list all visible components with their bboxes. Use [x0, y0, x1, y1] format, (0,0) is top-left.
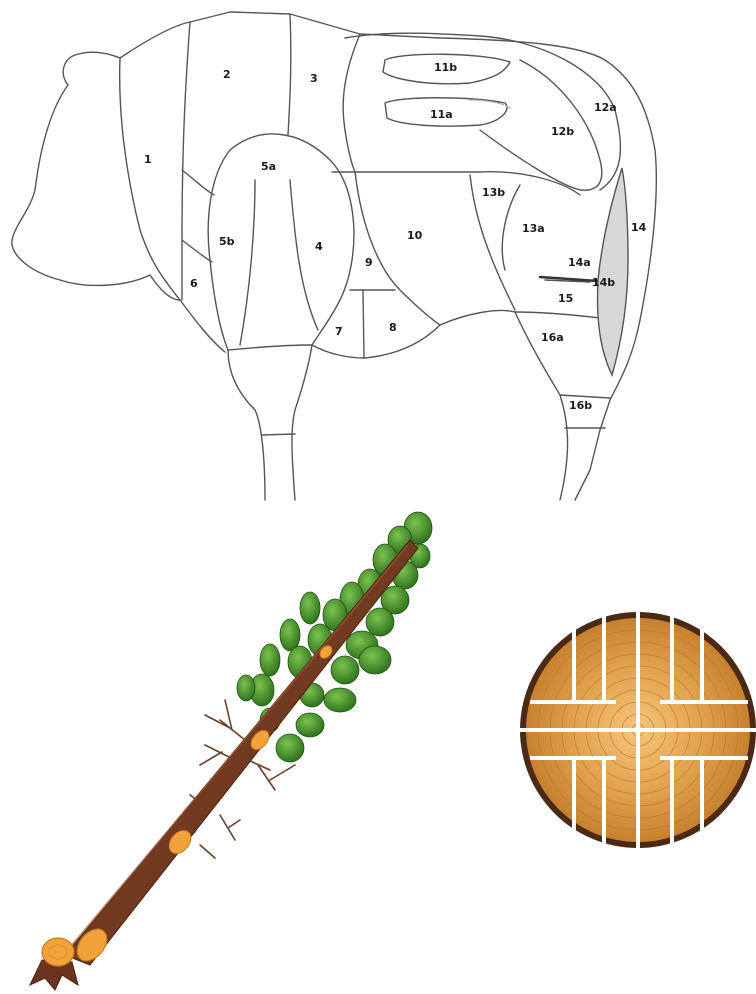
cut-14-strip	[598, 168, 628, 375]
cut-line-10-top	[332, 172, 580, 195]
label-14: 14	[631, 221, 647, 234]
log-cross-section-illustration	[520, 608, 756, 860]
label-3: 3	[310, 72, 318, 85]
front-leg-back	[292, 345, 312, 500]
label-12a: 12a	[594, 101, 617, 114]
label-16b: 16b	[569, 399, 592, 412]
label-2: 2	[223, 68, 231, 81]
cut-line-1	[120, 58, 180, 300]
front-leg-outline	[228, 350, 265, 500]
label-11b: 11b	[434, 61, 457, 74]
label-15: 15	[558, 292, 573, 305]
felled-tree-illustration	[30, 512, 432, 990]
shoulder-left	[208, 150, 230, 350]
label-11a: 11a	[430, 108, 453, 121]
trunk	[65, 540, 418, 965]
label-7: 7	[335, 325, 343, 338]
shoulder-inner	[290, 180, 318, 330]
cut-line-2	[182, 22, 190, 300]
cattle-cut-diagram	[12, 12, 656, 500]
cut-labels: 1 2 3 4 5a 5b 6 7 8 9 10 11a 11b 12a 12b…	[144, 61, 647, 412]
chest-floor	[228, 345, 312, 350]
label-5a: 5a	[261, 160, 276, 173]
shoulder-outline	[230, 134, 354, 345]
cut-line-15	[515, 312, 600, 318]
cut-line-3b	[343, 34, 360, 172]
cut-line-16	[560, 395, 610, 398]
label-6: 6	[190, 277, 198, 290]
head-outline	[12, 52, 180, 300]
label-10: 10	[407, 229, 423, 242]
cut-line-9	[355, 172, 440, 325]
cut-line-8	[363, 290, 364, 358]
label-14b: 14b	[592, 276, 615, 289]
cut-line-shank	[262, 434, 295, 435]
label-14a: 14a	[568, 256, 591, 269]
label-16a: 16a	[541, 331, 564, 344]
label-1: 1	[144, 153, 152, 166]
cut-line-6	[182, 240, 212, 262]
label-13a: 13a	[522, 222, 545, 235]
label-4: 4	[315, 240, 323, 253]
label-13b: 13b	[482, 186, 505, 199]
cut-line-6b	[182, 170, 214, 195]
label-12b: 12b	[551, 125, 574, 138]
cut-line-12b	[480, 60, 602, 190]
label-8: 8	[389, 321, 397, 334]
dewlap-outline	[180, 300, 225, 352]
shoulder-mid	[240, 180, 255, 345]
label-9: 9	[365, 256, 373, 269]
label-5b: 5b	[219, 235, 235, 248]
cut-line-3	[288, 14, 291, 135]
stump	[30, 938, 78, 990]
